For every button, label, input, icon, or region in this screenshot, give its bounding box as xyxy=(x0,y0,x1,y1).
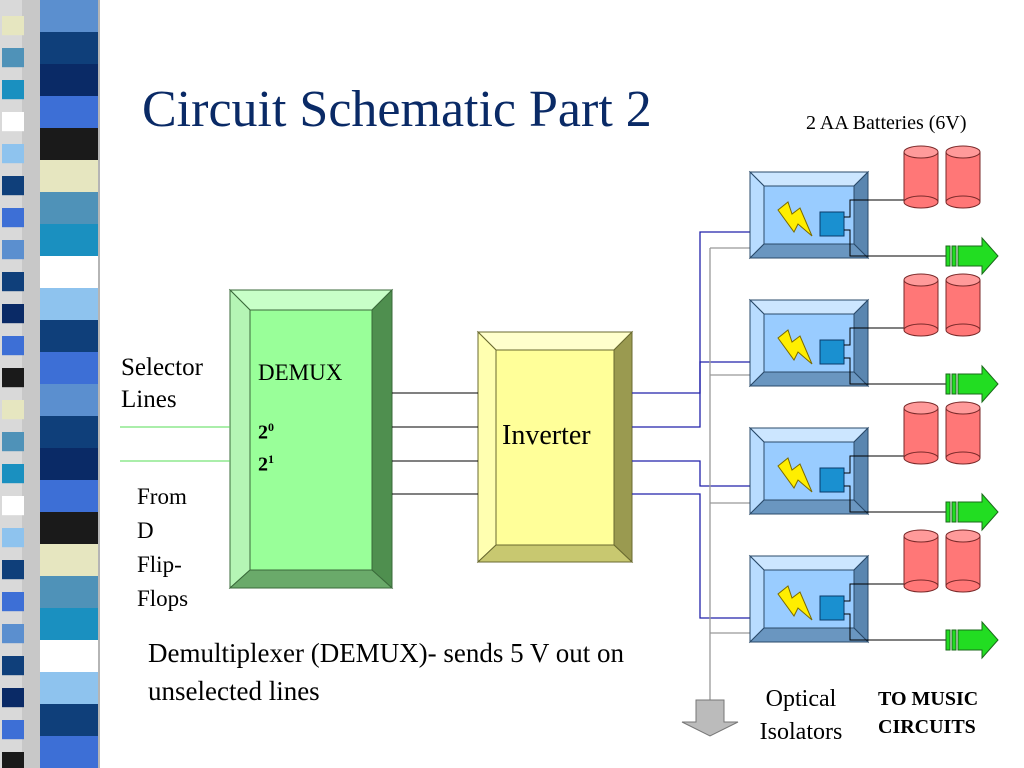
sensor-wire xyxy=(844,357,868,385)
battery-icon xyxy=(903,273,939,337)
battery-icon xyxy=(945,529,981,593)
flip-flops-label: From D Flip- Flops xyxy=(137,484,189,611)
inverter-label: Inverter xyxy=(502,420,591,451)
optical-isolator-unit xyxy=(748,529,999,660)
photo-sensor-icon xyxy=(819,467,845,493)
optical-isolators-label: Optical Isolators xyxy=(759,686,843,745)
selector-lines-label: Selector Lines xyxy=(121,354,203,413)
sensor-wire xyxy=(844,199,868,218)
inverter-block xyxy=(476,330,634,564)
output-arrow-icon xyxy=(945,492,999,532)
optical-isolator-unit xyxy=(748,273,999,404)
bit-1-label: 21 xyxy=(258,452,274,476)
slide-title: Circuit Schematic Part 2 xyxy=(142,81,652,138)
optical-isolator-unit xyxy=(748,401,999,532)
sensor-wire xyxy=(844,485,868,513)
battery-icon xyxy=(945,273,981,337)
lightning-icon xyxy=(777,329,813,365)
sensor-wire xyxy=(844,229,868,257)
output-arrow-icon xyxy=(945,620,999,660)
demux-block xyxy=(228,288,394,590)
battery-icon xyxy=(903,145,939,209)
to-music-circuits-label: TO MUSIC CIRCUITS xyxy=(878,688,979,738)
battery-label: 2 AA Batteries (6V) xyxy=(806,112,967,134)
battery-icon xyxy=(903,529,939,593)
lightning-icon xyxy=(777,201,813,237)
lightning-icon xyxy=(777,457,813,493)
sensor-wire xyxy=(844,455,868,474)
optical-isolator-unit xyxy=(748,145,999,276)
output-arrow-icon xyxy=(945,236,999,276)
lightning-icon xyxy=(777,585,813,621)
decorative-stripe-bar xyxy=(0,0,100,768)
output-arrow-icon xyxy=(945,364,999,404)
bit-0-label: 20 xyxy=(258,420,274,444)
sensor-wire xyxy=(844,327,868,346)
ground-arrow-icon xyxy=(681,699,739,737)
sensor-wire xyxy=(844,613,868,641)
demux-description: Demultiplexer (DEMUX)- sends 5 V out on … xyxy=(148,638,624,706)
photo-sensor-icon xyxy=(819,211,845,237)
battery-icon xyxy=(945,401,981,465)
battery-icon xyxy=(945,145,981,209)
sensor-wire xyxy=(844,583,868,602)
inverter-output-wires xyxy=(632,231,752,619)
battery-icon xyxy=(903,401,939,465)
photo-sensor-icon xyxy=(819,339,845,365)
photo-sensor-icon xyxy=(819,595,845,621)
demux-label: DEMUX xyxy=(258,360,343,385)
ground-bus xyxy=(709,247,752,700)
